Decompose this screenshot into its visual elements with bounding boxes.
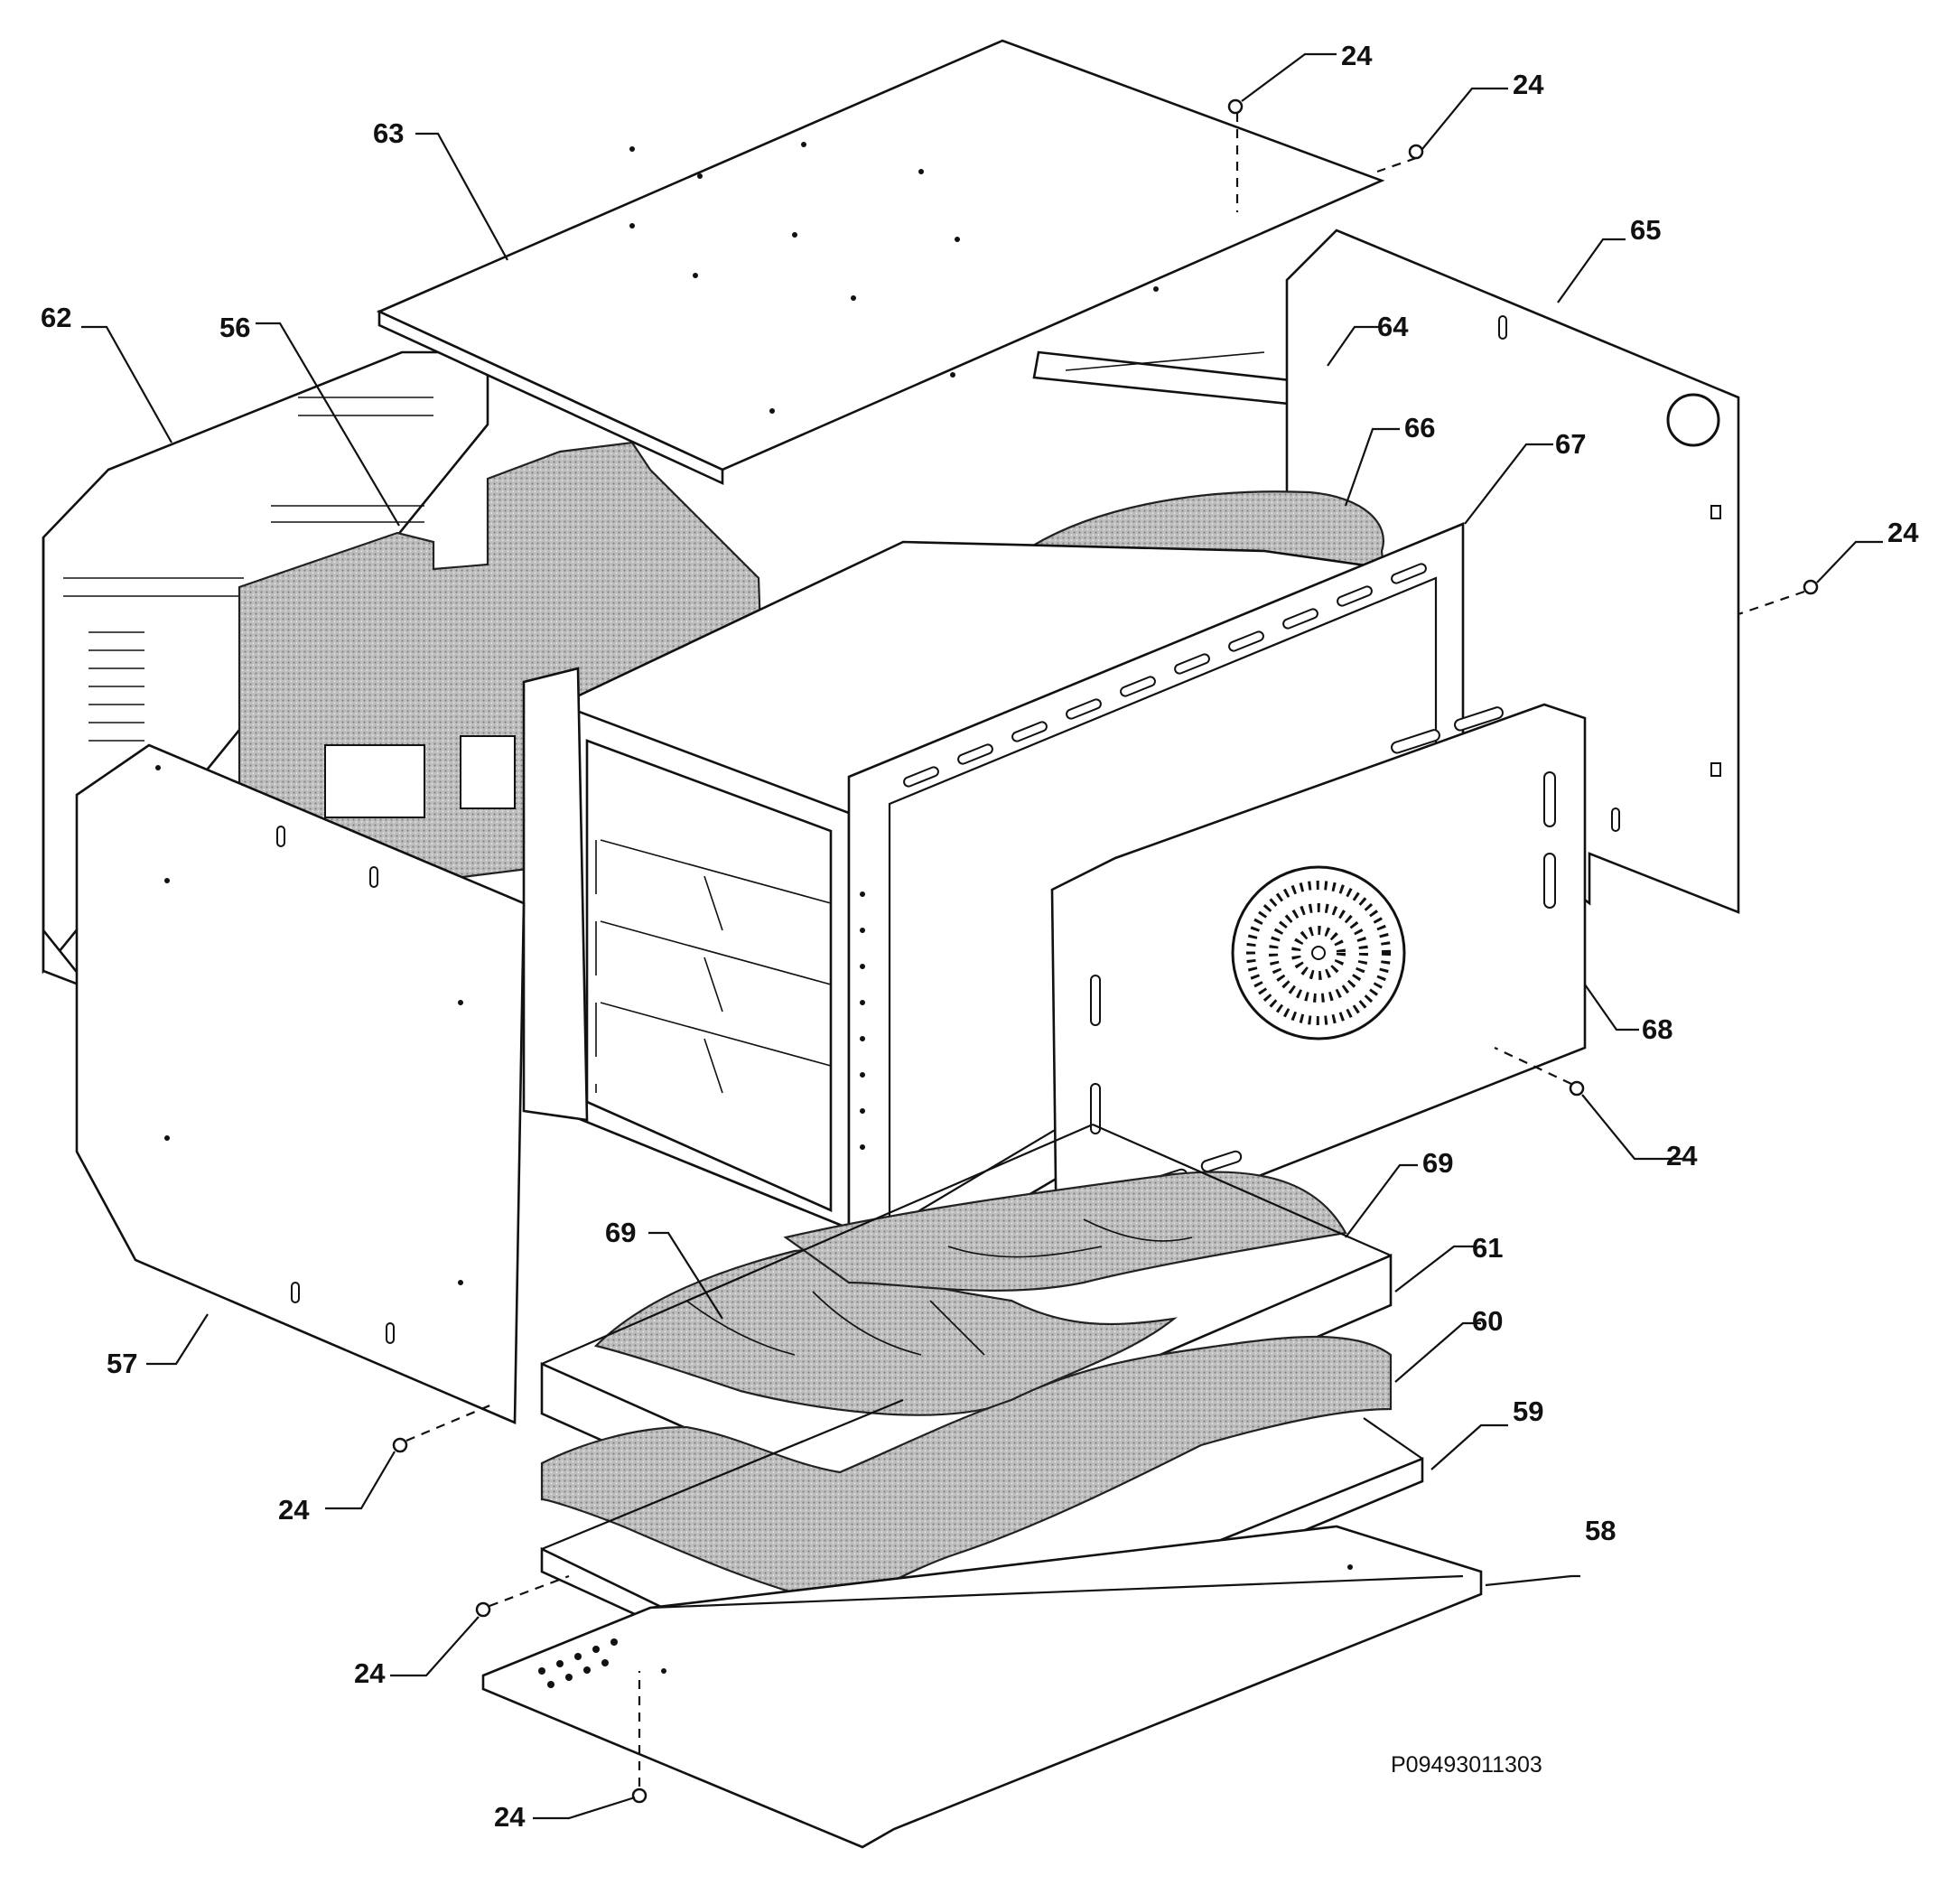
top-panel-63 (376, 39, 1385, 486)
callout-24-bottom-tray: 24 (354, 1657, 386, 1689)
callout-24-top-b: 24 (1513, 69, 1544, 100)
callout-56: 56 (219, 312, 250, 343)
callout-66: 66 (1404, 412, 1435, 443)
left-side-panel-57 (75, 743, 526, 1424)
callout-59: 59 (1513, 1395, 1543, 1427)
rear-cavity-panel-68 (1050, 703, 1587, 1257)
callout-58: 58 (1585, 1515, 1616, 1546)
callout-24-top-a: 24 (1341, 40, 1373, 71)
callout-24-mid-right: 24 (1666, 1140, 1698, 1171)
callout-61: 61 (1472, 1232, 1503, 1264)
callout-68: 68 (1642, 1013, 1672, 1045)
callout-60: 60 (1472, 1305, 1503, 1337)
drawing-number: P09493011303 (1391, 1752, 1542, 1778)
callout-69-right: 69 (1422, 1147, 1453, 1179)
callout-63: 63 (373, 117, 404, 149)
vent-slots-62 (63, 397, 433, 742)
leader-lines (81, 52, 1883, 1820)
callout-24-right: 24 (1887, 517, 1919, 548)
callout-62: 62 (41, 302, 71, 333)
screw-icon (392, 98, 1819, 1804)
base-plate-58 (481, 1525, 1483, 1849)
callout-labels: 24 24 24 24 24 24 24 56 57 58 59 60 61 6… (41, 40, 1919, 1833)
callout-24-left-panel: 24 (278, 1494, 310, 1526)
callout-64: 64 (1377, 311, 1409, 342)
floor-insulation-69 (593, 1171, 1347, 1416)
callout-24-bottom: 24 (494, 1801, 526, 1833)
callout-65: 65 (1630, 214, 1661, 246)
callout-57: 57 (107, 1348, 137, 1379)
callout-69-left: 69 (605, 1217, 636, 1248)
callout-67: 67 (1555, 428, 1586, 460)
